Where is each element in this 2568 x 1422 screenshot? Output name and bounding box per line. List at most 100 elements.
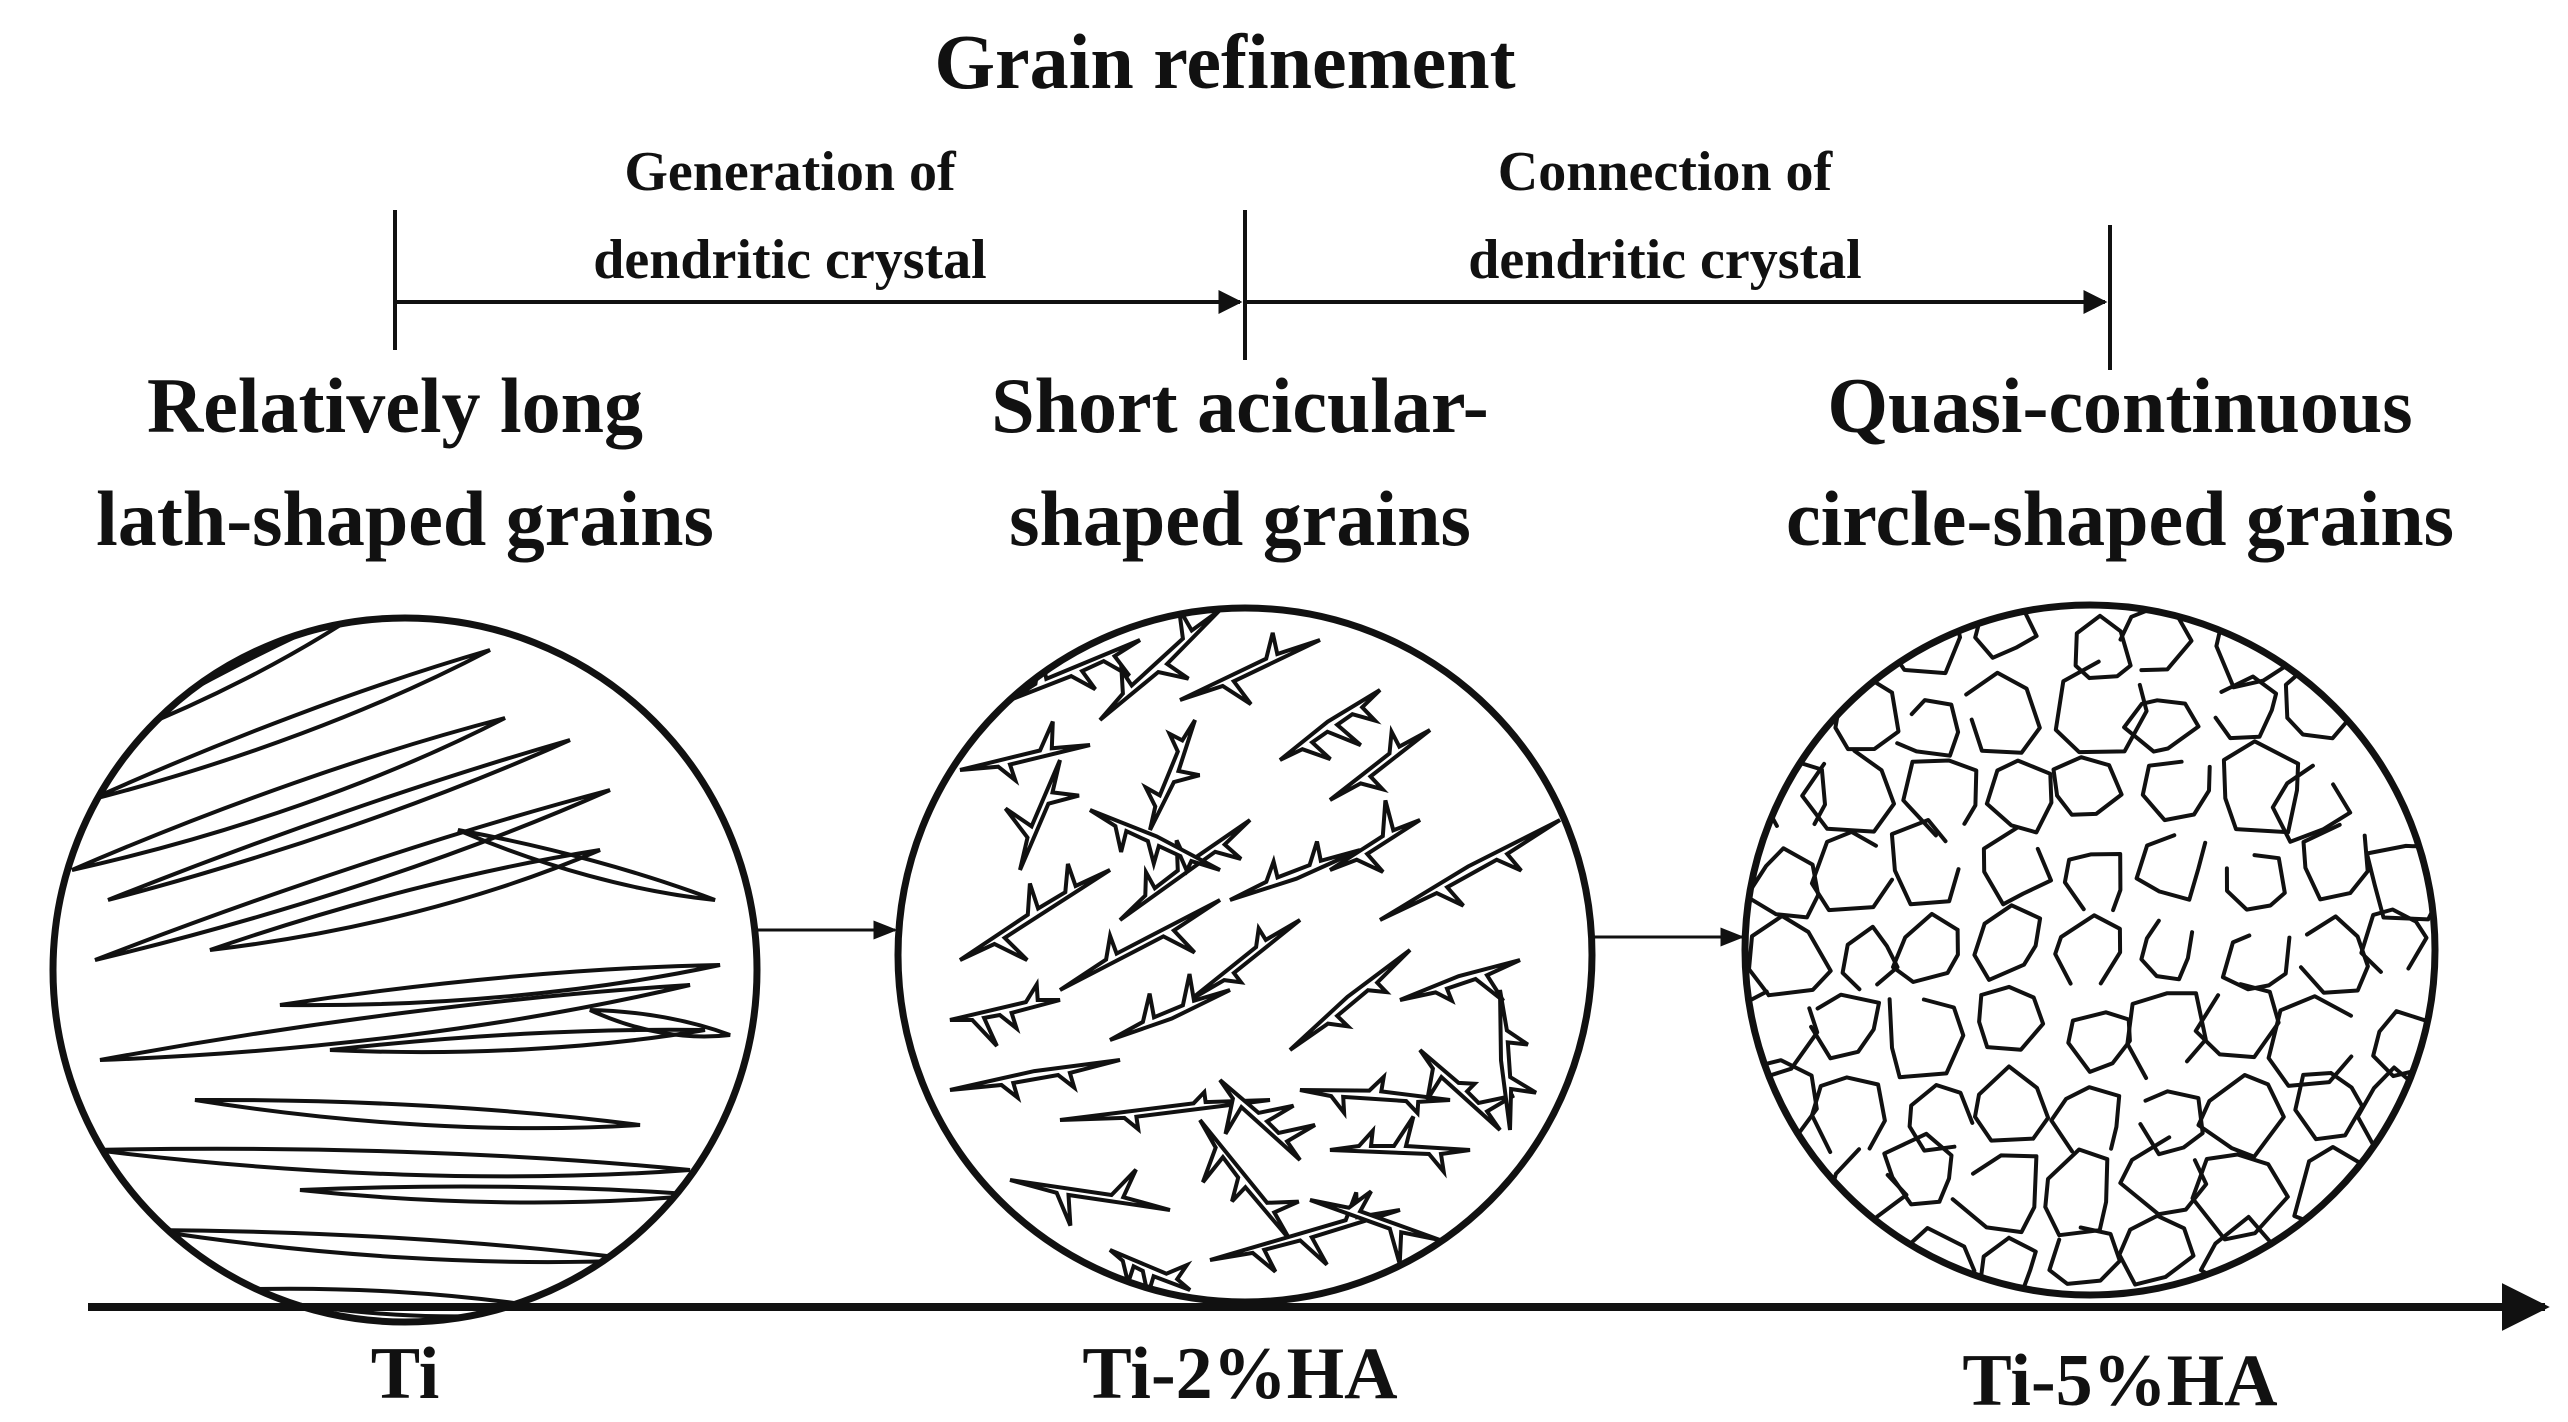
micrograph-ti-border: [49, 614, 761, 1326]
circle-grain: [2138, 1089, 2205, 1157]
lath-grain: [209, 848, 601, 952]
lath-grain: [89, 648, 491, 802]
circle-grain: [2118, 1135, 2209, 1217]
diagram-title: Grain refinement: [934, 18, 1515, 105]
grain-desc-ti5ha-line2: circle-shaped grains: [1786, 475, 2454, 562]
circle-grain: [2359, 907, 2429, 974]
circle-grain: [2053, 913, 2123, 986]
circle-grain: [2266, 994, 2354, 1088]
stage1-line1: Generation of: [624, 141, 957, 203]
circle-grain: [2190, 1152, 2290, 1242]
micrograph-ti2ha: [894, 604, 1596, 1306]
circle-grain: [2051, 755, 2124, 817]
circle-grain: [1972, 903, 2043, 982]
acicular-grain: [1088, 808, 1221, 876]
circle-grain: [1810, 1075, 1887, 1154]
circle-grain: [2053, 659, 2149, 755]
lath-grain: [457, 828, 716, 902]
acicular-grain: [959, 720, 1091, 786]
acicular-grain: [1329, 1115, 1471, 1179]
lath-grain: [94, 788, 611, 962]
acicular-grain: [1059, 1087, 1271, 1135]
sample-label-ti5ha: Ti-5%HA: [1962, 1340, 2277, 1422]
lath-grain: [71, 716, 506, 872]
stage2-line2: dendritic crystal: [1468, 229, 1861, 291]
circle-grain: [1981, 826, 2053, 907]
lath-grains: [71, 618, 731, 1319]
acicular-grain: [1218, 1078, 1317, 1162]
sample-label-ti2ha: Ti-2%HA: [1082, 1333, 1397, 1415]
circle-grain: [2193, 982, 2281, 1060]
acicular-grain: [1418, 1048, 1515, 1132]
sample-label-ti: Ti: [371, 1333, 440, 1415]
circle-grain: [1840, 924, 1900, 992]
grain-desc-ti: Relatively long lath-shaped grains: [96, 362, 714, 562]
circle-grain: [2073, 613, 2133, 680]
acicular-grain: [1109, 973, 1231, 1042]
circle-grain: [1891, 911, 1960, 984]
acicular-grains: [949, 608, 1562, 1296]
circle-grain: [1979, 1235, 2038, 1295]
circle-grain: [2122, 698, 2201, 754]
acicular-grain: [1179, 632, 1321, 706]
grain-desc-ti2ha: Short acicular- shaped grains: [991, 362, 1489, 562]
lath-grain: [99, 983, 691, 1062]
acicular-grain: [1209, 1191, 1401, 1274]
circle-grain: [1899, 1226, 1977, 1295]
circle-grain: [1809, 829, 1894, 913]
circle-grain: [1984, 758, 2054, 835]
acicular-grain: [1009, 1168, 1171, 1227]
circle-grain: [1977, 984, 2046, 1052]
circle-grain: [2293, 1071, 2365, 1142]
circle-grain: [2134, 833, 2208, 902]
circle-grains: [1745, 605, 2435, 1295]
grain-desc-ti5ha-line1: Quasi-continuous: [1827, 362, 2412, 449]
circle-grain: [1887, 997, 1966, 1080]
circle-grain: [1907, 1083, 1975, 1153]
grain-desc-ti5ha: Quasi-continuous circle-shaped grains: [1786, 362, 2454, 562]
circle-grain: [1889, 818, 1961, 907]
lath-grain: [299, 1184, 701, 1205]
circle-grain: [2139, 918, 2195, 982]
grain-desc-ti-line2: lath-shaped grains: [96, 475, 714, 562]
acicular-grain: [1328, 724, 1432, 802]
micrograph-ti2ha-border: [894, 604, 1596, 1306]
lath-grain: [149, 1228, 641, 1265]
acicular-grain: [1229, 840, 1361, 902]
acicular-grain: [1299, 1071, 1451, 1120]
circle-grain: [1800, 748, 1896, 834]
grain-desc-ti-line1: Relatively long: [147, 362, 643, 449]
lath-grain: [279, 963, 721, 1008]
acicular-grain: [1278, 688, 1382, 762]
circle-grain: [2125, 991, 2208, 1080]
acicular-grain: [1399, 958, 1521, 1005]
circle-grain: [1882, 1131, 1954, 1207]
grain-desc-ti2ha-line2: shaped grains: [1009, 475, 1471, 562]
lath-grain: [194, 1097, 641, 1131]
circle-grain: [1901, 758, 1979, 838]
acicular-grain: [1328, 799, 1422, 874]
grain-desc-ti2ha-line1: Short acicular-: [991, 362, 1489, 449]
circle-grain: [2355, 1065, 2426, 1148]
circle-grain: [1752, 757, 1827, 828]
stage-timeline: [393, 210, 2112, 370]
stage1-line2: dendritic crystal: [593, 229, 986, 291]
circle-grain: [2213, 674, 2279, 741]
micrograph-ti: [49, 614, 761, 1326]
stage-label-connection: Connection of dendritic crystal: [1468, 141, 1861, 291]
circle-grain: [2301, 822, 2370, 902]
acicular-grain: [1198, 1118, 1300, 1242]
acicular-grain: [1498, 989, 1538, 1131]
acicular-grain: [1188, 918, 1302, 1002]
stage-label-generation: Generation of dendritic crystal: [593, 141, 986, 291]
circle-grain: [1747, 914, 1833, 998]
circle-grain: [1809, 992, 1881, 1061]
circle-grain: [2299, 914, 2370, 995]
lath-grain: [107, 738, 571, 902]
micrograph-ti5ha-border: [1741, 601, 2439, 1299]
circle-grain: [2117, 1213, 2196, 1287]
circle-grain: [1973, 1064, 2051, 1143]
circle-grain: [1745, 989, 1820, 1082]
acicular-grain: [1058, 898, 1222, 992]
acicular-grain: [1288, 948, 1412, 1052]
